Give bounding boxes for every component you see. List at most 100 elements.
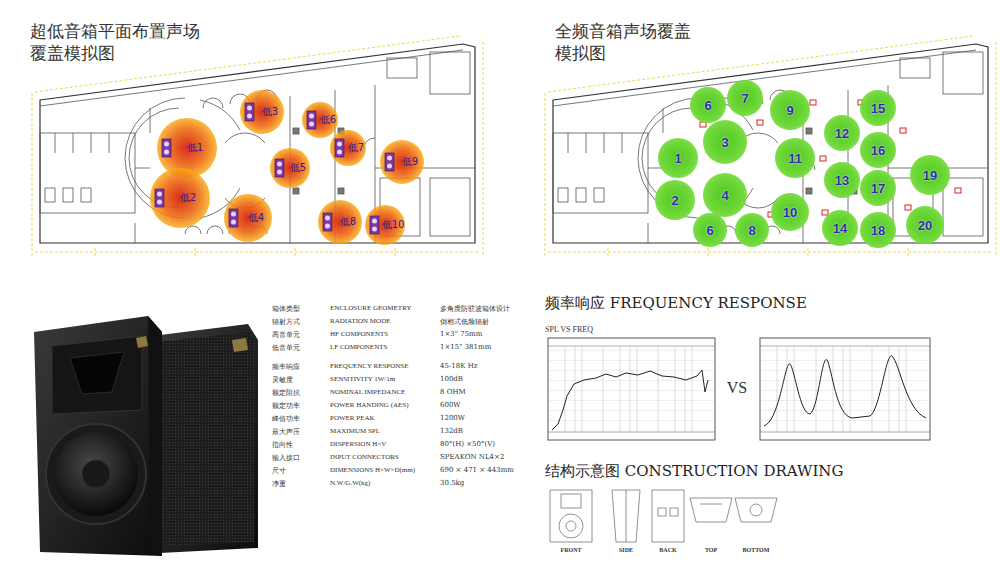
subwoofer-coverage: 低9 — [380, 140, 424, 184]
spec-cell: 箱体类型 — [272, 304, 300, 314]
callout-number: 16 — [871, 143, 885, 158]
spec-cell: 100dB — [440, 375, 463, 383]
spec-cell: 净重 — [272, 479, 286, 489]
callout-number: 2 — [671, 193, 678, 208]
spec-cell: 额定功率 — [272, 401, 300, 411]
spec-cell: 指向性 — [272, 440, 293, 450]
spec-cell: 尺寸 — [272, 466, 286, 476]
spec-cell: POWER HANDING (AES) — [330, 401, 409, 409]
speaker-coverage: 20 — [906, 206, 944, 244]
spec-cell: 1×15" 381mm — [440, 343, 491, 351]
speaker-coverage: 4 — [703, 173, 747, 217]
view-label: SIDE — [619, 547, 633, 553]
spec-cell: 80°(H) ×50°(V) — [440, 440, 495, 448]
speaker-coverage: 6 — [690, 87, 726, 123]
subwoofer-coverage: 低2 — [150, 168, 210, 228]
callout-number: 12 — [835, 126, 849, 141]
speaker-coverage: 16 — [860, 132, 896, 168]
spec-cell: N.W/G.W(kg) — [330, 479, 370, 487]
spec-cell: SENSITIVITY 1W/1m — [330, 375, 395, 383]
speaker-coverage: 6 — [693, 213, 727, 247]
spec-cell: 45-18K Hz — [440, 362, 477, 370]
spec-cell: 1×3" 75mm — [440, 330, 482, 338]
spec-cell: 灵敏度 — [272, 375, 293, 385]
speaker-label: 低4 — [248, 211, 264, 225]
spec-cell: NOMINAL IMPEDANCE — [330, 388, 405, 396]
speaker-coverage: 13 — [824, 162, 860, 198]
speaker-coverage: 12 — [824, 115, 860, 151]
speaker-label: 低3 — [262, 105, 278, 119]
callout-number: 19 — [923, 168, 937, 183]
spec-cell: 600W — [440, 401, 461, 409]
subwoofer-coverage: 低10 — [365, 205, 405, 245]
section-title: 频率响应 FREQUENCY RESPONSE — [545, 294, 807, 313]
speaker-label: 低8 — [340, 215, 356, 229]
versus-label: VS — [727, 379, 747, 397]
subwoofer-coverage: 低8 — [318, 200, 362, 244]
spec-cell: RADIATION MODE — [330, 317, 390, 325]
speaker-coverage: 17 — [860, 170, 896, 206]
spec-cell: 低音单元 — [272, 343, 300, 353]
spec-cell: HF COMPONENTS — [330, 330, 388, 338]
spec-cell: MAXIMUM SPL — [330, 427, 380, 435]
view-label: BOTTOM — [743, 547, 770, 553]
callout-number: 7 — [741, 91, 748, 106]
panel-title: 超低音箱平面布置声场 覆盖模拟图 — [30, 20, 208, 64]
spec-cell: 倒相式低频辐射 — [440, 317, 489, 327]
speaker-label: 低7 — [348, 141, 364, 155]
callout-number: 20 — [918, 218, 932, 233]
spec-cell: 30.5kg — [440, 479, 464, 487]
spec-cell: ENCLOSURE GEOMETRY — [330, 304, 411, 312]
spec-cell: 1200W — [440, 414, 465, 422]
panel-title: 全频音箱声场覆盖 模拟图 — [555, 20, 700, 64]
spec-cell: DIMENSIONS H×W×D(mm) — [330, 466, 415, 474]
callout-number: 3 — [721, 135, 728, 150]
speaker-coverage: 18 — [860, 212, 896, 248]
speaker-label: 低2 — [180, 191, 196, 205]
spec-cell: 最大声压 — [272, 427, 300, 437]
spec-cell: 690 × 471 × 443mm — [440, 466, 514, 474]
spec-cell: 高音单元 — [272, 330, 300, 340]
subwoofer-coverage: 低4 — [224, 194, 272, 242]
callout-number: 17 — [871, 181, 885, 196]
chart-caption: SPL VS FREQ — [545, 325, 593, 334]
spec-cell: 峰值功率 — [272, 414, 300, 424]
speaker-coverage: 7 — [727, 80, 763, 116]
spec-cell: LF COMPONENTS — [330, 343, 387, 351]
callout-number: 9 — [786, 103, 793, 118]
callout-number: 10 — [783, 205, 797, 220]
callout-number: 14 — [833, 221, 847, 236]
spec-cell: POWER PEAK — [330, 414, 375, 422]
callout-number: 6 — [706, 223, 713, 238]
spec-cell: INPUT CONNECTORS — [330, 453, 399, 461]
view-label: FRONT — [561, 547, 582, 553]
speaker-label: 低9 — [402, 155, 418, 169]
speaker-coverage: 2 — [655, 180, 695, 220]
callout-number: 11 — [788, 151, 802, 166]
speaker-label: 低10 — [382, 218, 405, 232]
speaker-coverage: 9 — [770, 90, 810, 130]
speaker-coverage: 14 — [822, 210, 858, 246]
callout-number: 4 — [721, 188, 728, 203]
callout-number: 13 — [835, 173, 849, 188]
view-label: TOP — [705, 547, 717, 553]
spec-cell: 输入接口 — [272, 453, 300, 463]
spec-cell: DISPERSION H×V — [330, 440, 386, 448]
speaker-label: 低1 — [187, 141, 203, 155]
subwoofer-coverage: 低3 — [240, 90, 284, 134]
speaker-coverage: 19 — [910, 155, 950, 195]
spec-cell: 132dB — [440, 427, 463, 435]
spec-cell: 辐射方式 — [272, 317, 300, 327]
callout-number: 8 — [748, 223, 755, 238]
subwoofer-coverage: 低5 — [270, 148, 310, 188]
callout-number: 6 — [704, 98, 711, 113]
spec-cell: 额定阻抗 — [272, 388, 300, 398]
speaker-coverage: 1 — [658, 138, 698, 178]
speaker-label: 低6 — [320, 113, 336, 127]
spec-cell: SPEAKON NL4×2 — [440, 453, 504, 461]
section-title: 结构示意图 CONSTRUCTION DRAWING — [545, 462, 843, 481]
callout-number: 15 — [871, 101, 885, 116]
spec-cell: FREQUENCY RESPONSE — [330, 362, 409, 370]
